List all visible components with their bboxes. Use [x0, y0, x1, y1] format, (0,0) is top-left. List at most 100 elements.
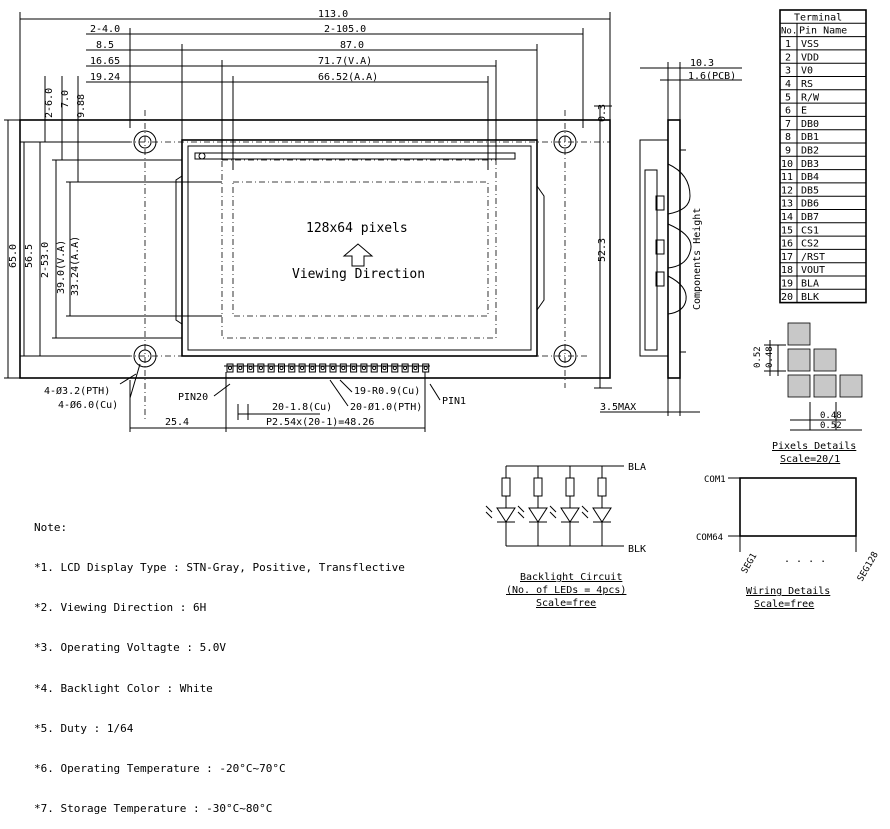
seg1-label: SEG1 [740, 552, 760, 576]
left-tab [175, 175, 183, 325]
terminal-row-pin: BLA [801, 279, 819, 290]
com64-label: COM64 [696, 533, 723, 543]
dim-cu-pads: 4-Ø6.0(Cu) [58, 399, 118, 411]
bezel-inner [187, 145, 532, 351]
pixel-dim-1: 0.48 [765, 346, 775, 368]
side-pcb [667, 119, 681, 379]
lcd-module-drawing: 113.0 2-4.0 2-105.0 8.5 87.0 16.65 71.7(… [4, 9, 881, 610]
backlight-title: Backlight Circuit [520, 572, 622, 583]
header-pin [350, 363, 358, 373]
header-pin [370, 363, 378, 373]
dim-pth-holes: 4-Ø3.2(PTH) [44, 385, 110, 397]
note-item-4: *4. Backlight Color : White [34, 681, 213, 695]
note-item-7: *7. Storage Temperature : -30°C~80°C [34, 802, 273, 816]
terminal-row-no: 15 [781, 225, 793, 236]
terminal-row-no: 19 [781, 279, 793, 290]
note-item-5: *5. Duty : 1/64 [34, 721, 134, 735]
terminal-row-pin: RS [801, 79, 813, 90]
side-glass [644, 169, 658, 351]
front-view: 128x64 pixels Viewing Direction [19, 110, 611, 420]
terminal-row-no: 4 [785, 79, 791, 90]
wiring-box [739, 477, 857, 537]
terminal-row-no: 12 [781, 185, 793, 196]
side-lcd [639, 139, 669, 357]
pixel-details-title: Pixels Details [772, 441, 856, 452]
terminal-row-pin: BLK [801, 292, 819, 303]
note-item-3: *3. Operating Voltagte : 5.0V [34, 641, 227, 655]
dim-19-24: 19.24 [90, 72, 120, 83]
dim-3-5max: 3.5MAX [600, 402, 636, 413]
header-pin [319, 363, 327, 373]
dim-2-6: 2-6.0 [44, 88, 55, 118]
terminal-row-no: 9 [785, 146, 791, 157]
dim-0-3: 0.3 [597, 104, 608, 122]
pixel-dim-0: 0.52 [753, 346, 763, 368]
pixel-details: 0.52 0.48 0.48 0.52 Pixels Details Scale… [753, 322, 863, 465]
dim-2-53: 2-53.0 [40, 242, 51, 278]
header-pin [391, 363, 399, 373]
terminal-row-pin: DB6 [801, 199, 819, 210]
wiring-dots: . . . . [784, 554, 826, 565]
terminal-row-no: 5 [785, 92, 791, 103]
header-pin [411, 363, 419, 373]
dim-52-3: 52.3 [597, 238, 608, 262]
terminal-row-no: 16 [781, 239, 793, 250]
wiring-scale: Scale=free [754, 599, 814, 610]
led-diode [592, 507, 612, 523]
header-pin [401, 363, 409, 373]
header-pin [267, 363, 275, 373]
com1-label: COM1 [704, 475, 726, 485]
left-dimensions: 65.0 56.5 2-53.0 39.0(V.A) 33.24(A.A) 2-… [4, 76, 222, 379]
led-diode [496, 507, 516, 523]
terminal-row-no: 2 [785, 52, 791, 63]
terminal-row-no: 8 [785, 132, 791, 143]
dim-10-3: 10.3 [690, 58, 714, 69]
terminal-row-no: 17 [781, 252, 793, 263]
header-pin [360, 363, 368, 373]
top-strip [194, 152, 516, 160]
mounting-hole-br [553, 344, 577, 368]
terminal-row-no: 13 [781, 199, 793, 210]
backlight-subtitle: (No. of LEDs = 4pcs) [506, 585, 626, 596]
dim-2-4: 2-4.0 [90, 24, 120, 35]
terminal-row-no: 18 [781, 265, 793, 276]
header-pin [422, 363, 430, 373]
terminal-row-pin: E [801, 106, 807, 117]
bezel-outline [181, 139, 538, 357]
pixel-details-scale: Scale=20/1 [780, 454, 840, 465]
terminal-row-pin: V0 [801, 66, 813, 77]
dim-19-r0-9: 19-R0.9(Cu) [354, 386, 420, 397]
resistor [597, 477, 607, 497]
top-dimensions: 113.0 2-4.0 2-105.0 8.5 87.0 16.65 71.7(… [19, 9, 611, 170]
dim-16-65: 16.65 [90, 56, 120, 67]
header-pin [247, 363, 255, 373]
dim-7: 7.0 [60, 90, 71, 108]
side-tab [536, 185, 545, 311]
terminal-row-no: 7 [785, 119, 791, 130]
terminal-row-no: 11 [781, 172, 793, 183]
terminal-row-pin: VDD [801, 52, 819, 63]
terminal-row-pin: R/W [801, 92, 820, 103]
dim-25-4: 25.4 [165, 417, 189, 428]
dim-va-height: 39.0(V.A) [56, 240, 67, 294]
header-pin [257, 363, 265, 373]
header-pin [288, 363, 296, 373]
terminal-row-no: 20 [781, 292, 793, 303]
terminal-row-pin: DB0 [801, 119, 819, 130]
side-component-1 [667, 163, 691, 215]
terminal-row-no: 3 [785, 66, 791, 77]
mounting-hole-bl [133, 344, 157, 368]
seg128-label: SEG128 [856, 550, 881, 583]
terminal-row-no: 6 [785, 106, 791, 117]
dim-20-phi1: 20-Ø1.0(PTH) [350, 401, 422, 413]
backlight-circuit: BLA BLK Backlight Circuit (No. of LEDs =… [485, 462, 646, 609]
resistor [501, 477, 511, 497]
header-pin [298, 363, 306, 373]
dim-aa-width: 66.52(A.A) [318, 72, 378, 83]
dim-8-5: 8.5 [96, 40, 114, 51]
header-pin [329, 363, 337, 373]
side-component-2 [667, 223, 692, 269]
dim-65: 65.0 [8, 244, 19, 268]
terminal-row-no: 14 [781, 212, 793, 223]
